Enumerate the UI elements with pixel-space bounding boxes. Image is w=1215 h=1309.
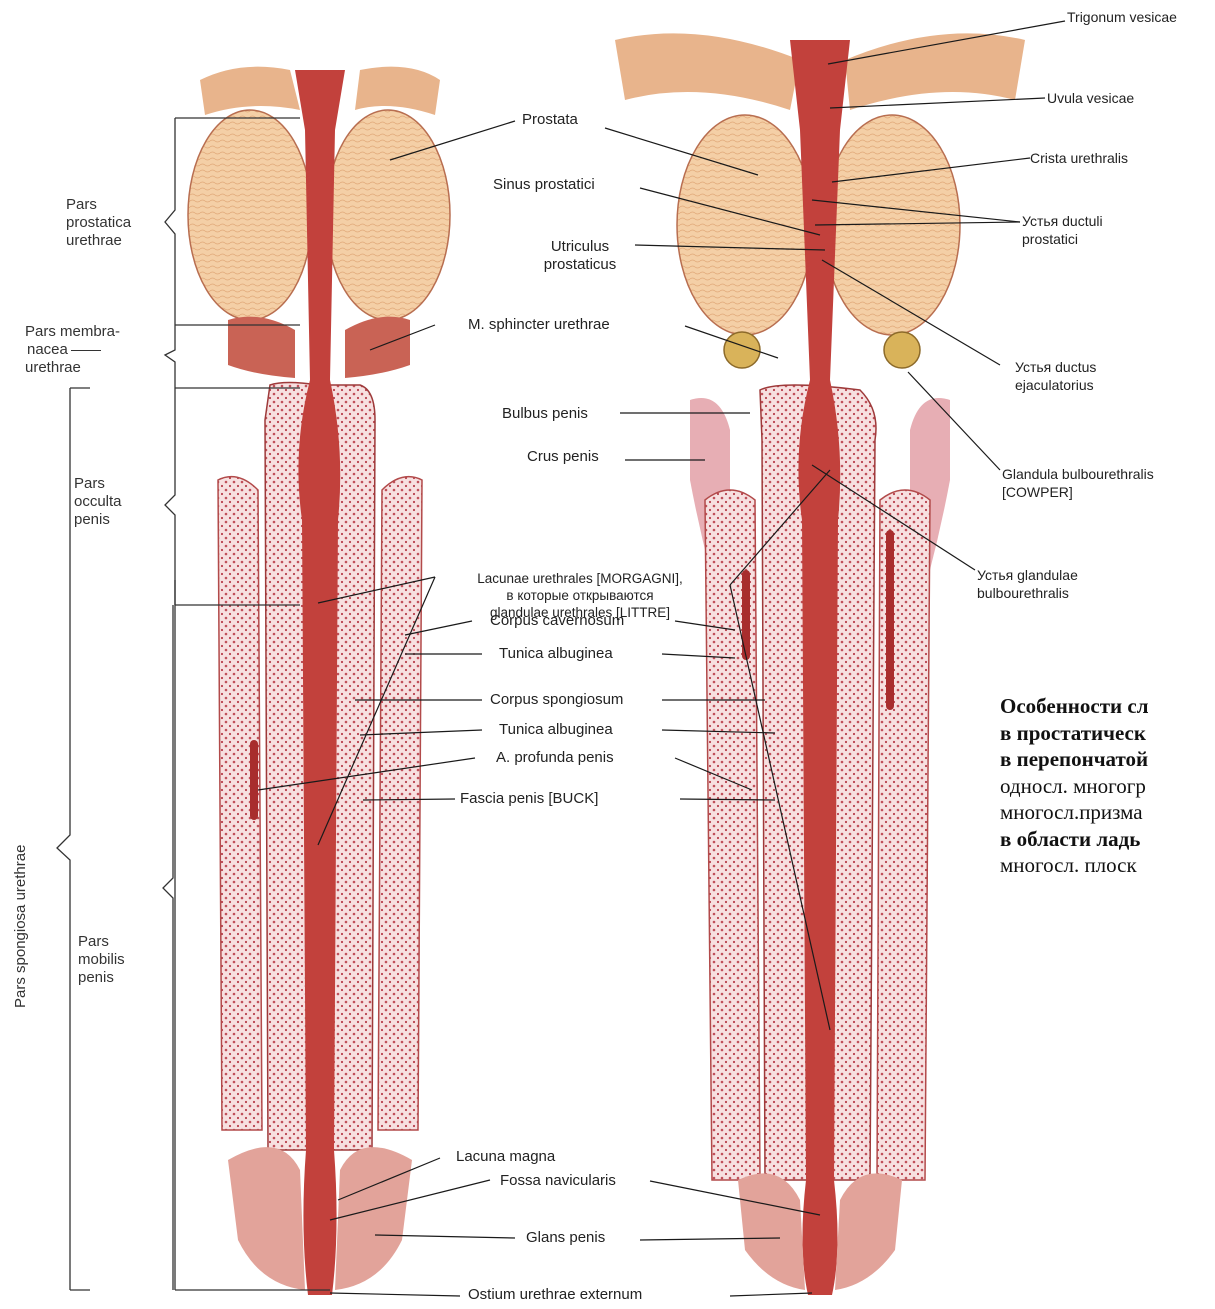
label-a-profunda: A. profunda penis	[496, 749, 614, 767]
label-tunica-albuginea-1: Tunica albuginea	[499, 645, 613, 663]
epithelium-note: Особенности сл в простатическ в перепонч…	[1000, 693, 1215, 879]
label-sinus-prostatici: Sinus prostatici	[493, 176, 595, 194]
label-ostium: Ostium urethrae externum	[468, 1286, 642, 1304]
label-pars-membranacea: Pars membra- nacea urethrae	[25, 323, 120, 377]
label-glans-penis: Glans penis	[526, 1229, 605, 1247]
label-fascia-penis: Fascia penis [BUCK]	[460, 790, 598, 808]
label-bulbus-penis: Bulbus penis	[502, 405, 588, 423]
label-pars-prostatica: Pars prostatica urethrae	[66, 196, 131, 250]
note-line-7: многосл. плоск	[1000, 852, 1215, 879]
note-line-4: односл. многогр	[1000, 773, 1215, 800]
note-line-6: в области ладь	[1000, 826, 1215, 853]
label-prostata: Prostata	[522, 111, 578, 129]
note-line-2: в простатическ	[1000, 720, 1215, 747]
label-utriculus: Utriculus prostaticus	[535, 238, 625, 274]
label-ustya-glandulae: Устья glandulae bulbourethralis	[977, 566, 1078, 602]
label-crista: Crista urethralis	[1030, 149, 1128, 167]
label-lacuna-magna: Lacuna magna	[456, 1148, 555, 1166]
label-trigonum: Trigonum vesicae	[1067, 8, 1177, 26]
note-line-1: Особенности сл	[1000, 693, 1215, 720]
label-pars-occulta: Pars occulta penis	[74, 475, 122, 529]
label-m-sphincter: M. sphincter urethrae	[468, 316, 610, 334]
left-figure	[188, 67, 450, 1295]
label-corpus-spongiosum: Corpus spongiosum	[490, 691, 623, 709]
label-crus-penis: Crus penis	[527, 448, 599, 466]
label-pars-mobilis: Pars mobilis penis	[78, 933, 125, 987]
note-line-3: в перепончатой	[1000, 746, 1215, 773]
label-ustya-ductus: Устья ductus ejaculatorius	[1015, 358, 1096, 394]
label-pars-spongiosa: Pars spongiosa urethrae	[12, 845, 29, 1008]
note-line-5: многосл.призма	[1000, 799, 1215, 826]
label-ustya-ductuli: Устья ductuli prostatici	[1022, 212, 1103, 248]
label-fossa-navicularis: Fossa navicularis	[500, 1172, 616, 1190]
label-uvula: Uvula vesicae	[1047, 89, 1134, 107]
label-glandula-bulbourethralis: Glandula bulbourethralis [COWPER]	[1002, 465, 1154, 501]
label-tunica-albuginea-2: Tunica albuginea	[499, 721, 613, 739]
label-lacunae: Lacunae urethrales [MORGAGNI], в которые…	[430, 570, 730, 621]
